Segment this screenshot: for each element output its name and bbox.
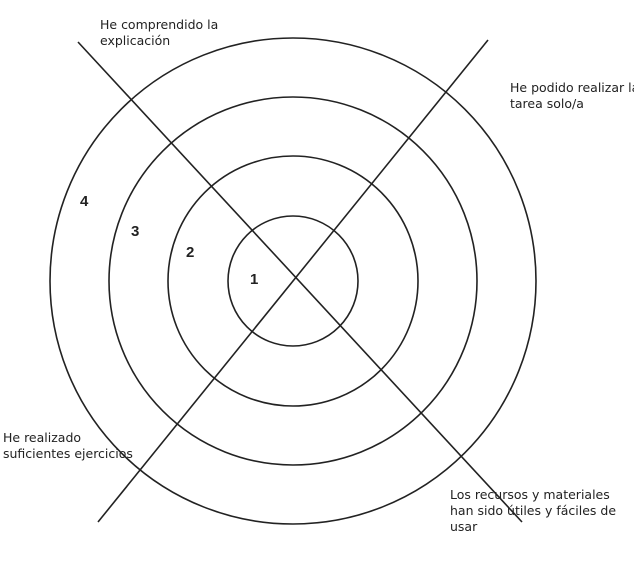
label-understood-explanation: He comprendido la explicación bbox=[100, 17, 219, 48]
label-did-task-alone: He podido realizar la tarea solo/a bbox=[510, 80, 634, 111]
diagonal-line-2 bbox=[97, 39, 489, 523]
ring-3 bbox=[108, 96, 478, 466]
ring-number-4: 4 bbox=[80, 193, 89, 210]
diagonal-line-1 bbox=[77, 41, 523, 523]
ring-number-3: 3 bbox=[131, 223, 140, 240]
ring-number-2: 2 bbox=[186, 244, 195, 261]
ring-4 bbox=[49, 37, 537, 525]
ring-1 bbox=[227, 215, 359, 347]
ring-number-1: 1 bbox=[250, 271, 259, 288]
ring-2 bbox=[167, 155, 419, 407]
label-enough-exercises: He realizado suficientes ejercicios bbox=[3, 430, 133, 461]
label-useful-resources: Los recursos y materiales han sido útile… bbox=[450, 487, 617, 534]
